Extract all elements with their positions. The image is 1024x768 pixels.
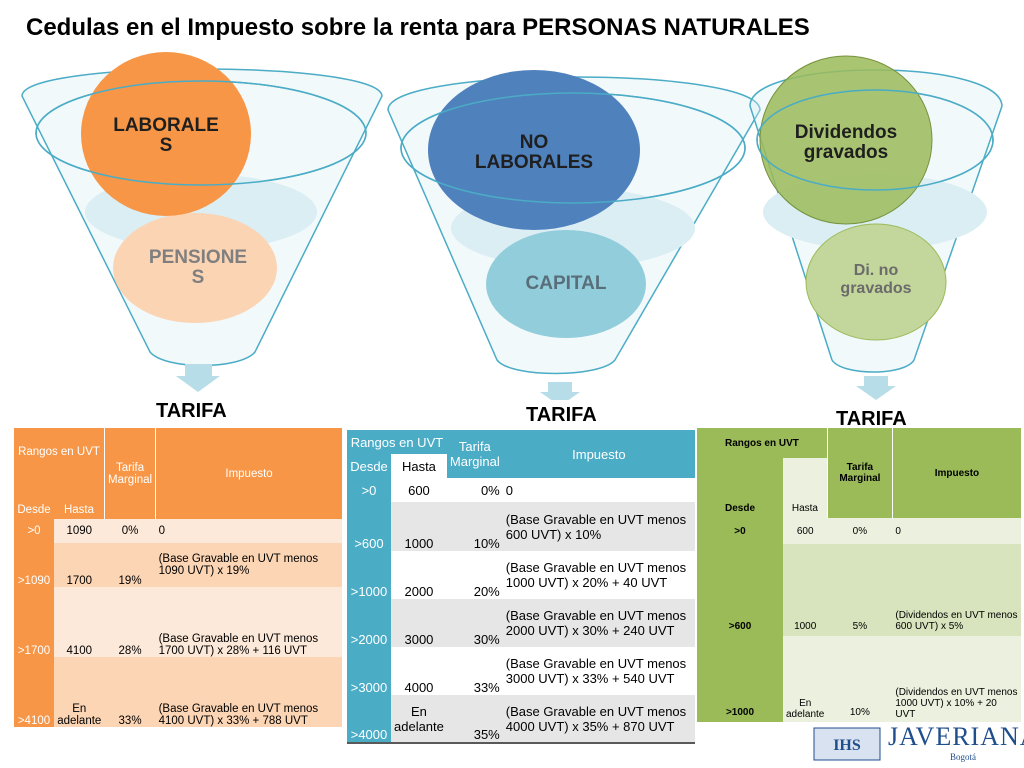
- funnel-3-arrow: [856, 376, 896, 400]
- tarifa-label-2: TARIFA: [526, 404, 597, 426]
- laborales-circle: [81, 52, 251, 216]
- funnel-diagram: [21, 52, 1003, 400]
- funnel-1: [21, 52, 383, 392]
- header-impuesto: Impuesto: [155, 428, 342, 519]
- header-rangos: Rangos en UVT: [697, 428, 828, 458]
- header-hasta: Hasta: [783, 458, 828, 518]
- capital-label: CAPITAL: [525, 273, 607, 294]
- header-tarifa: Tarifa Marginal: [826, 428, 893, 518]
- header-rangos: Rangos en UVT: [14, 428, 105, 476]
- header-impuesto: Impuesto: [891, 428, 1021, 518]
- funnel-3: [749, 55, 1003, 400]
- capital-circle: [486, 230, 646, 338]
- tarifa-table-dividendos: Rangos en UVT Tarifa Marginal Impuesto D…: [697, 428, 1021, 722]
- header-rangos: Rangos en UVT: [347, 430, 447, 454]
- seal-text: IHS: [833, 737, 861, 754]
- header-tarifa: Tarifa Marginal: [103, 428, 156, 519]
- header-hasta: Hasta: [54, 476, 105, 519]
- header-desde: Desde: [14, 476, 54, 519]
- no-laborales-circle: [428, 70, 640, 230]
- tarifa-table-laborales: Rangos en UVT Tarifa Marginal Impuesto D…: [14, 428, 342, 727]
- table-row: >1090 1700 19% (Base Gravable en UVT men…: [14, 543, 342, 587]
- tarifa-table-no-laborales: Rangos en UVT Tarifa Marginal Impuesto D…: [347, 430, 695, 744]
- header-desde: Desde: [347, 454, 391, 478]
- table-row: >2000 3000 30% (Base Gravable en UVT men…: [347, 599, 695, 647]
- funnel-2: [387, 70, 761, 400]
- tarifa-label-3: TARIFA: [836, 408, 907, 430]
- table-row: >600 1000 5% (Dividendos en UVT menos 60…: [697, 544, 1021, 636]
- table-row: >0 600 0% 0: [697, 518, 1021, 544]
- table-row: >1700 4100 28% (Base Gravable en UVT men…: [14, 587, 342, 657]
- table-row: >0 1090 0% 0: [14, 519, 342, 543]
- table-row: >0 600 0% 0: [347, 478, 695, 502]
- table-row: >1000 En adelante 10% (Dividendos en UVT…: [697, 636, 1021, 722]
- table-row: >4100 En adelante 33% (Base Gravable en …: [14, 657, 342, 727]
- header-tarifa: Tarifa Marginal: [446, 430, 503, 478]
- funnel-2-arrow: [540, 382, 580, 400]
- tarifa-label-1: TARIFA: [156, 400, 227, 422]
- header-desde: Desde: [697, 458, 783, 518]
- header-hasta: Hasta: [391, 454, 447, 478]
- pensiones-circle: [113, 213, 277, 323]
- table-row: >4000 En adelante 35% (Base Gravable en …: [347, 695, 695, 743]
- funnel-1-arrow: [176, 364, 220, 392]
- dividendos-gravados-circle: [759, 55, 933, 225]
- header-impuesto: Impuesto: [502, 430, 695, 478]
- logo-city: Bogotá: [950, 752, 976, 762]
- di-no-gravados-circle: [805, 223, 947, 341]
- logo-name: JAVERIANA: [888, 722, 1024, 751]
- table-row: >600 1000 10% (Base Gravable en UVT meno…: [347, 502, 695, 551]
- page-title: Cedulas en el Impuesto sobre la renta pa…: [26, 14, 810, 41]
- seal-icon: [813, 727, 881, 761]
- table-row: >1000 2000 20% (Base Gravable en UVT men…: [347, 551, 695, 599]
- table-row: >3000 4000 33% (Base Gravable en UVT men…: [347, 647, 695, 695]
- javeriana-logo: IHS: [813, 727, 881, 761]
